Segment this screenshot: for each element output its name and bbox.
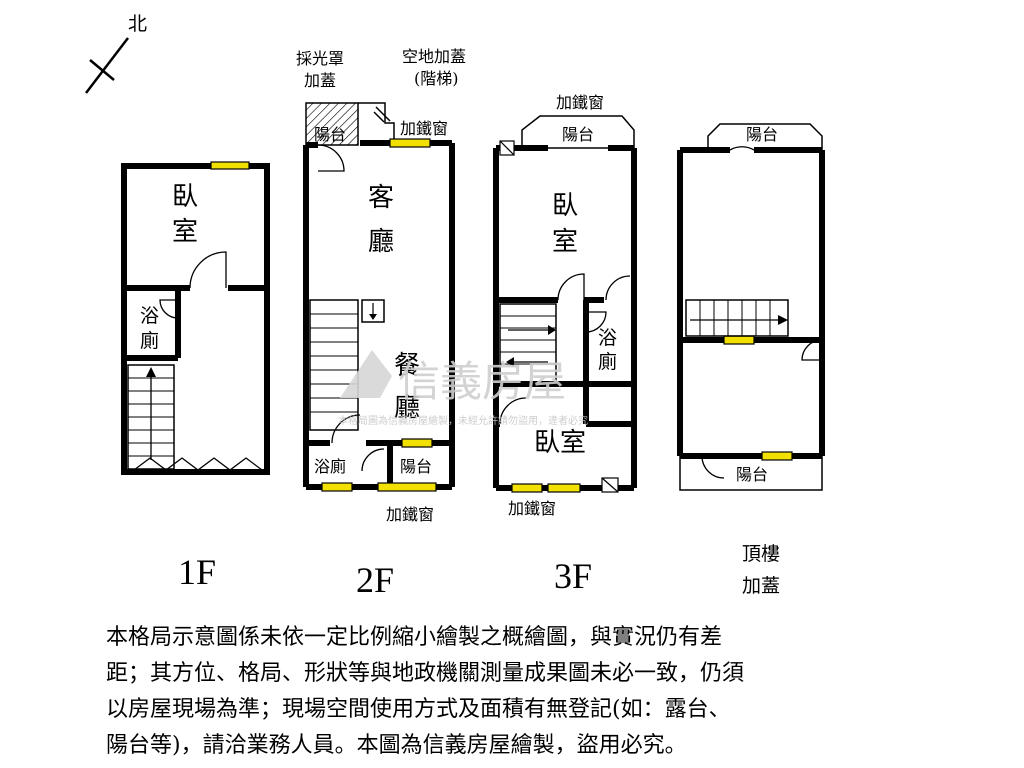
room-label: 餐 <box>394 351 420 381</box>
room-label: 陽台 <box>562 125 594 144</box>
room-label: 浴 <box>598 327 617 349</box>
note-label: (階梯) <box>414 69 459 88</box>
room-label: 浴 <box>140 305 159 327</box>
floor-1f-plan: 臥 室 浴 廁 1F <box>121 161 270 592</box>
window <box>210 161 250 170</box>
window <box>401 438 433 448</box>
note-label: 加鐵窗 <box>400 119 448 138</box>
compass: 北 <box>85 13 147 94</box>
window <box>761 451 793 461</box>
floor-plan-diagram: 北 臥 室 浴 廁 1F <box>85 13 825 600</box>
room-label: 臥室 <box>534 428 586 458</box>
staircase <box>309 299 385 431</box>
window <box>547 483 581 493</box>
floor-label-3f: 3F <box>554 556 592 596</box>
note-label: 加鐵窗 <box>556 93 604 112</box>
room-label: 室 <box>552 227 578 257</box>
room-label: 臥 <box>552 191 578 221</box>
watermark: 信義房屋 本格局圖為信義房屋繪製，未經允許請勿盜用，違者必究 <box>338 350 588 427</box>
disclaimer-line: 以房屋現場為準；現場空間使用方式及面積有無登記(如：露台、 <box>106 697 731 722</box>
room-label: 廁 <box>140 329 159 352</box>
room-label: 室 <box>172 217 198 247</box>
watermark-brand: 信義房屋 <box>398 357 566 406</box>
floor-3f-plan: 加鐵窗 陽台 臥 室 浴 廁 臥室 加鐵窗 3F <box>493 93 637 596</box>
window <box>377 482 437 492</box>
window <box>511 483 543 493</box>
room-label: 客 <box>368 183 394 213</box>
floor-2f-plan: 採光罩 加蓋 空地加蓋 (階梯) 加鐵窗 陽台 客 廳 餐 廳 浴廁 陽台 加鐵… <box>296 47 466 600</box>
room-label: 陽台 <box>736 465 768 484</box>
window <box>389 138 431 148</box>
disclaimer-line: 本格局示意圖係未依一定比例縮小繪製之概繪圖，與實況仍有差 <box>106 625 723 650</box>
staircase <box>127 364 175 470</box>
room-label: 廁 <box>598 350 617 373</box>
room-label: 廳 <box>368 227 394 257</box>
staircase <box>685 299 789 337</box>
window <box>723 335 755 345</box>
note-label: 加鐵窗 <box>508 499 556 518</box>
brand-logo-icon <box>340 350 392 398</box>
disclaimer-line: 陽台等)，請洽業務人員。本圖為信義房屋繪製，盜用必究。 <box>106 733 687 758</box>
room-label: 浴廁 <box>314 457 346 476</box>
disclaimer-line: 距；其方位、格局、形狀等與地政機關測量成果圖未必一致，仍須 <box>106 661 745 686</box>
floor-label-2f: 2F <box>356 560 394 600</box>
floor-label-1f: 1F <box>178 552 216 592</box>
room-label: 陽台 <box>746 125 778 144</box>
window <box>321 482 353 492</box>
note-label: 加蓋 <box>304 71 336 90</box>
floor-roof-plan: 陽台 陽台 頂樓 加蓋 <box>677 123 825 597</box>
floor-label-roof: 頂樓 <box>742 543 780 565</box>
skylight-hatched-area <box>305 102 359 146</box>
room-label: 廳 <box>394 393 420 423</box>
room-label: 臥 <box>172 182 198 212</box>
disclaimer-text: 本格局示意圖係未依一定比例縮小繪製之概繪圖，與實況仍有差 距；其方位、格局、形狀… <box>106 620 926 764</box>
note-label: 加鐵窗 <box>386 505 434 524</box>
room-label: 陽台 <box>314 125 346 144</box>
compass-north-label: 北 <box>128 13 147 35</box>
floor-label-roof-addition: 加蓋 <box>742 575 780 597</box>
note-label: 空地加蓋 <box>402 47 466 66</box>
watermark-notice: 本格局圖為信義房屋繪製，未經允許請勿盜用，違者必究 <box>338 414 588 427</box>
staircase <box>499 303 557 383</box>
note-label: 採光罩 <box>296 49 344 68</box>
room-label: 陽台 <box>400 457 432 476</box>
